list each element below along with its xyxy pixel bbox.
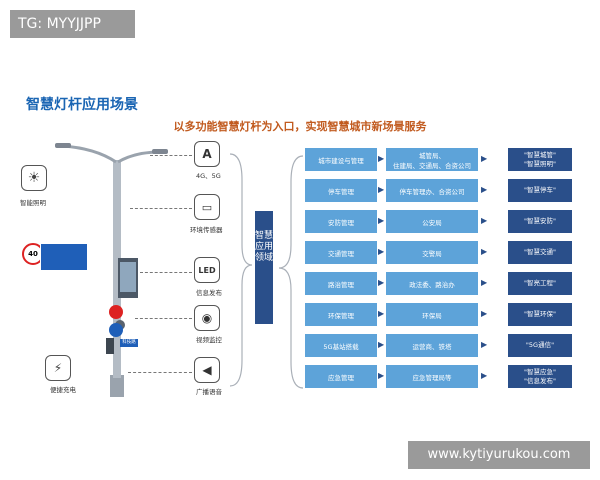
lighting-icon-box: ☀ bbox=[21, 165, 47, 191]
department-box: 运营商、铁塔 bbox=[386, 334, 478, 357]
connector-line bbox=[128, 372, 192, 373]
arrow-right-icon: ▶ bbox=[378, 154, 385, 163]
connector-line bbox=[150, 155, 192, 156]
department-box: 城管局、 住建局、交通局、合资公司 bbox=[386, 148, 478, 171]
area-box: 安防管理 bbox=[305, 210, 377, 233]
feature-icon-box: ▭ bbox=[194, 194, 220, 220]
area-box: 应急管理 bbox=[305, 365, 377, 388]
feature-icon-box: A bbox=[194, 141, 220, 167]
feature-icon-box: LED bbox=[194, 257, 220, 283]
area-box: 5G基站搭载 bbox=[305, 334, 377, 357]
sun-icon: ☀ bbox=[27, 170, 41, 186]
street-name-tag: 科技路 bbox=[120, 339, 138, 347]
signal-light bbox=[106, 338, 114, 354]
feature-label: 视频监控 bbox=[196, 336, 222, 344]
department-box: 公安局 bbox=[386, 210, 478, 233]
arrow-right-icon: ▶ bbox=[378, 309, 385, 318]
led-icon: LED bbox=[198, 265, 216, 275]
area-box: 城市建设与管理 bbox=[305, 148, 377, 171]
area-box: 环保管理 bbox=[305, 303, 377, 326]
feature-icon-box: ◀ bbox=[194, 357, 220, 383]
arrow-right-icon: ▶ bbox=[481, 371, 488, 380]
connector-line bbox=[130, 208, 192, 209]
department-box: 交警局 bbox=[386, 241, 478, 264]
watermark-site: www.kytiyurukou.com bbox=[408, 441, 590, 469]
feature-label: 环境传感器 bbox=[190, 226, 223, 234]
plug-icon: ⚡ bbox=[53, 361, 63, 375]
arrow-right-icon: ▶ bbox=[481, 185, 488, 194]
pole-base bbox=[110, 375, 124, 397]
service-box: "智慧交通" bbox=[508, 241, 572, 264]
feature-label: 4G、5G bbox=[196, 172, 221, 180]
arrow-right-icon: ▶ bbox=[481, 216, 488, 225]
arrow-right-icon: ▶ bbox=[481, 340, 488, 349]
no-entry-sign bbox=[109, 305, 123, 319]
application-field-box: 智慧应用领域 bbox=[255, 211, 273, 324]
arrow-right-icon: ▶ bbox=[481, 154, 488, 163]
monitor-icon: ▭ bbox=[201, 200, 213, 214]
watermark-tag: TG: MYYJJPP bbox=[10, 10, 135, 38]
direction-sign bbox=[109, 323, 123, 337]
charging-icon-box: ⚡ bbox=[45, 355, 71, 381]
diagram-subtitle: 以多功能智慧灯杆为入口，实现智慧城市新场景服务 bbox=[173, 120, 427, 133]
feature-label: 广播语音 bbox=[196, 388, 222, 396]
connector-line bbox=[140, 272, 192, 273]
department-box: 环保局 bbox=[386, 303, 478, 326]
light-pole-illustration bbox=[55, 143, 168, 397]
area-box: 停车管理 bbox=[305, 179, 377, 202]
service-box: "智慧城管" "智慧照明" bbox=[508, 148, 572, 171]
service-box: "智慧停车" bbox=[508, 179, 572, 202]
antenna-icon: A bbox=[202, 147, 212, 161]
lamp-head-right bbox=[152, 149, 168, 154]
connector-line bbox=[135, 318, 192, 319]
diagram-title: 智慧灯杆应用场景 bbox=[26, 97, 138, 113]
area-box: 交通管理 bbox=[305, 241, 377, 264]
service-box: "5G通信" bbox=[508, 334, 572, 357]
department-box: 停车管理办、合资公司 bbox=[386, 179, 478, 202]
feature-label: 信息发布 bbox=[196, 289, 222, 297]
camera-icon: ◉ bbox=[201, 311, 213, 325]
service-box: "智慧应急" "信息发布" bbox=[508, 365, 572, 388]
department-box: 政法委、路治办 bbox=[386, 272, 478, 295]
arrow-right-icon: ▶ bbox=[378, 371, 385, 380]
arrow-right-icon: ▶ bbox=[378, 340, 385, 349]
lighting-label: 智能照明 bbox=[20, 199, 46, 207]
road-sign-panel bbox=[40, 243, 88, 271]
left-bracket bbox=[229, 153, 253, 387]
arrow-right-icon: ▶ bbox=[378, 278, 385, 287]
arrow-right-icon: ▶ bbox=[481, 278, 488, 287]
lamp-head-left bbox=[55, 143, 71, 148]
speaker-icon: ◀ bbox=[202, 363, 212, 377]
area-box: 路治管理 bbox=[305, 272, 377, 295]
arrow-right-icon: ▶ bbox=[378, 185, 385, 194]
arrow-right-icon: ▶ bbox=[378, 247, 385, 256]
service-box: "智慧安防" bbox=[508, 210, 572, 233]
arrow-right-icon: ▶ bbox=[378, 216, 385, 225]
feature-icon-box: ◉ bbox=[194, 305, 220, 331]
pole-shaft bbox=[113, 160, 121, 378]
arrow-right-icon: ▶ bbox=[481, 309, 488, 318]
service-box: "智慧环保" bbox=[508, 303, 572, 326]
charging-label: 便捷充电 bbox=[50, 386, 76, 394]
arrow-right-icon: ▶ bbox=[481, 247, 488, 256]
service-box: "智亮工程" bbox=[508, 272, 572, 295]
department-box: 应急管理局等 bbox=[386, 365, 478, 388]
right-bracket bbox=[278, 155, 304, 389]
led-screen-inner bbox=[120, 262, 136, 292]
pole-arm-left bbox=[61, 144, 117, 164]
